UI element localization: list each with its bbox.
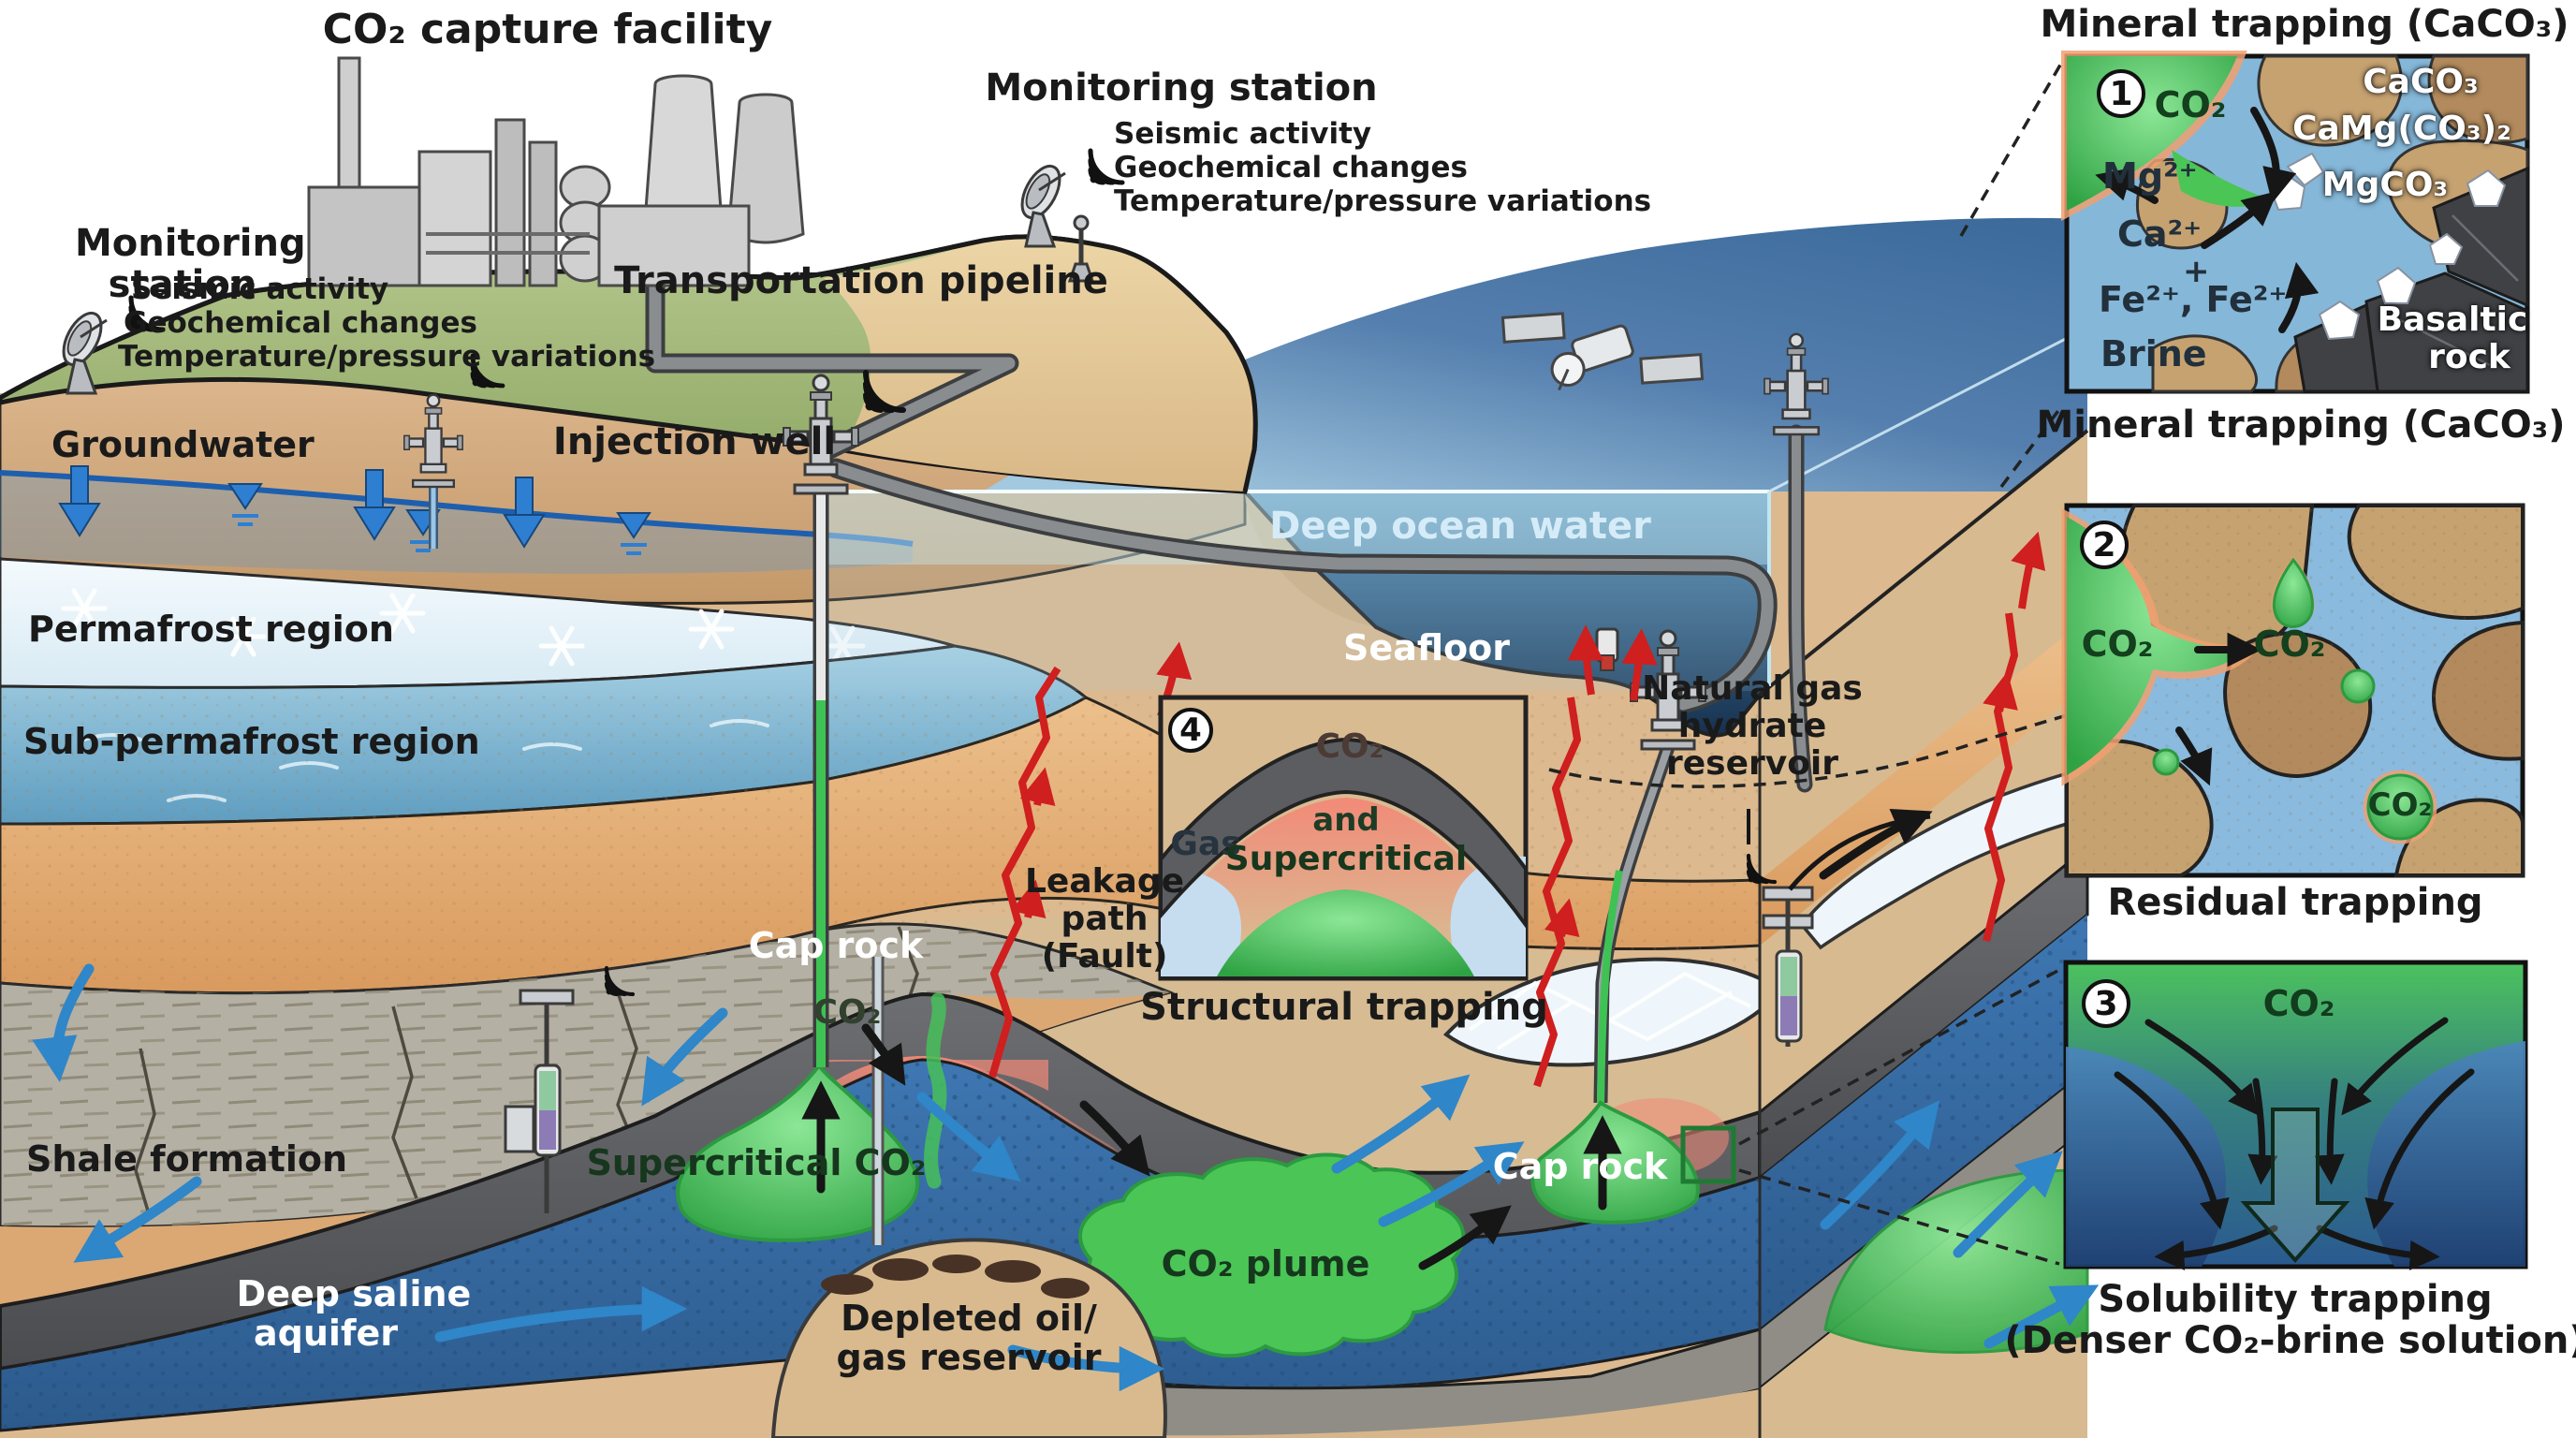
leakage-path-label: Leakage xyxy=(1024,862,1185,901)
inset-and-label: and xyxy=(1312,801,1380,839)
zoom-indicator-square xyxy=(1680,1125,1736,1184)
seafloor-sensor-icon xyxy=(1595,627,1619,671)
residual-trapping-panel xyxy=(2061,503,2525,878)
seafloor-label: Seafloor xyxy=(1343,627,1510,668)
leakage-path-label2: path xyxy=(1061,900,1149,938)
downhole-sensor-left-icon xyxy=(504,968,633,1213)
monitoring-top-item: Geochemical changes xyxy=(1114,151,1468,184)
transportation-pipeline-label: Transportation pipeline xyxy=(614,259,1108,302)
seafloor-well-pipe xyxy=(1593,744,1676,1104)
structural-trapping-caption: Structural trapping xyxy=(1140,986,1548,1029)
transportation-pipeline-pipe xyxy=(645,275,1813,793)
deep-ocean-water-label: Deep ocean water xyxy=(1269,505,1651,548)
depleted-reservoir-label2: gas reservoir xyxy=(836,1337,1102,1378)
monitoring-station-left-label: Monitoring station xyxy=(75,222,306,306)
inset-gas-label: Gas xyxy=(1170,825,1241,863)
brine-flow-arrows xyxy=(32,963,2100,1392)
co2-under-cap-label: CO₂ xyxy=(812,993,882,1032)
panel1-mgco3-label: MgCO₃ xyxy=(2321,166,2449,204)
panel2-co2-mid-label: CO₂ xyxy=(2253,624,2326,665)
panel1-basaltic-label2: rock xyxy=(2428,338,2510,376)
monitoring-top-item: Seismic activity xyxy=(1114,117,1372,151)
leakage-path-label3: (Fault) xyxy=(1041,937,1168,976)
hydrate-reservoir-label3: reservoir xyxy=(1665,744,1839,783)
shale-formation-label: Shale formation xyxy=(26,1138,348,1180)
downhole-sensor-right-icon xyxy=(1749,814,1931,1047)
panel1-camgco3-label: CaMg(CO₃)₂ xyxy=(2292,110,2511,148)
leakage-fault-right xyxy=(1533,624,1658,1088)
panel3-number-badge: 3 xyxy=(2082,979,2130,1028)
monitoring-left-item: Temperature/pressure variations xyxy=(118,340,656,374)
antenna-mast-icon xyxy=(1067,214,1095,283)
capture-facility-label: CO₂ capture facility xyxy=(322,6,773,53)
monitoring-top-item: Temperature/pressure variations xyxy=(1114,184,1652,218)
monitoring-left-item: Geochemical changes xyxy=(124,306,477,340)
panel1-co2-label: CO₂ xyxy=(2154,84,2227,125)
groundwater-label: Groundwater xyxy=(51,424,315,465)
depleted-reservoir-label: Depleted oil/ xyxy=(841,1298,1097,1339)
injection-well-label: Injection well xyxy=(552,420,837,463)
inset-co2-label: CO₂ xyxy=(1315,727,1384,766)
sinking-co2-arrow xyxy=(2240,1108,2350,1264)
panel-connector-dashes xyxy=(1548,61,2086,1266)
satellite-icon xyxy=(1500,312,1705,391)
mineral-trapping-caption: Mineral trapping (CaCO₃) xyxy=(2036,404,2566,447)
cap-rock-left-label: Cap rock xyxy=(748,925,924,966)
panel1-brine-label: Brine xyxy=(2100,333,2207,374)
mineral-trapping-title: Mineral trapping (CaCO₃) xyxy=(2040,3,2569,46)
trapping-panels xyxy=(2061,51,2530,1271)
solubility-trapping-caption2: (Denser CO₂-brine solution) xyxy=(2004,1319,2576,1362)
monitoring-station-top-label: Monitoring station xyxy=(985,66,1378,110)
panel3-co2-label: CO₂ xyxy=(2262,983,2335,1024)
deep-saline-aquifer-label: Deep saline xyxy=(236,1273,472,1314)
panel1-basaltic-label: Basaltic xyxy=(2377,301,2528,339)
co2-capture-facility-illustration xyxy=(307,56,805,287)
ocean-surface xyxy=(983,217,2087,492)
beach-sand xyxy=(824,236,1256,492)
monitoring-dish-top-icon xyxy=(1013,158,1069,248)
deep-saline-aquifer-label2: aquifer xyxy=(254,1313,398,1354)
supercritical-co2-plume xyxy=(676,1062,919,1242)
inset-number-badge: 4 xyxy=(1168,708,1213,753)
leakage-fault-side xyxy=(1983,531,2046,942)
hydrate-reservoir-label: Natural gas xyxy=(1642,669,1863,708)
structural-trapping-inset xyxy=(1158,695,1529,981)
cap-rock-right-label: Cap rock xyxy=(1492,1146,1668,1187)
residual-trapping-caption: Residual trapping xyxy=(2107,881,2483,924)
mineral-trapping-panel xyxy=(2061,51,2530,394)
solubility-trapping-panel xyxy=(2063,960,2528,1271)
sub-permafrost-label: Sub-permafrost region xyxy=(23,721,480,762)
co2-plume-cloud xyxy=(1078,1152,1466,1358)
right-well-co2-cone xyxy=(1530,1100,1700,1225)
panel2-number-badge: 2 xyxy=(2080,521,2129,569)
permafrost-label: Permafrost region xyxy=(28,609,394,650)
panel2-co2-left-label: CO₂ xyxy=(2081,624,2154,665)
monitoring-left-item: Seismic activity xyxy=(131,272,389,306)
panel1-mg-label: Mg²⁺ xyxy=(2102,155,2198,197)
supercritical-co2-label: Supercritical CO₂ xyxy=(586,1142,927,1183)
panel2-co2-small-label: CO₂ xyxy=(2367,786,2433,824)
solubility-trapping-caption: Solubility trapping xyxy=(2098,1278,2493,1321)
panel1-plus-label: + xyxy=(2183,253,2210,290)
hydrate-reservoir-label2: hydrate xyxy=(1677,707,1827,745)
panel1-caco3-label: CaCO₃ xyxy=(2363,63,2479,101)
inset-supercritical-label: Supercritical xyxy=(1224,840,1468,878)
panel1-fe-label: Fe²⁺, Fe²⁺ xyxy=(2099,279,2288,320)
co2-plume-label: CO₂ plume xyxy=(1161,1243,1370,1284)
co2-migration-arrows xyxy=(801,808,1933,1270)
panel1-ca-label: Ca²⁺ xyxy=(2117,213,2203,255)
panel1-number-badge: 1 xyxy=(2097,69,2145,118)
